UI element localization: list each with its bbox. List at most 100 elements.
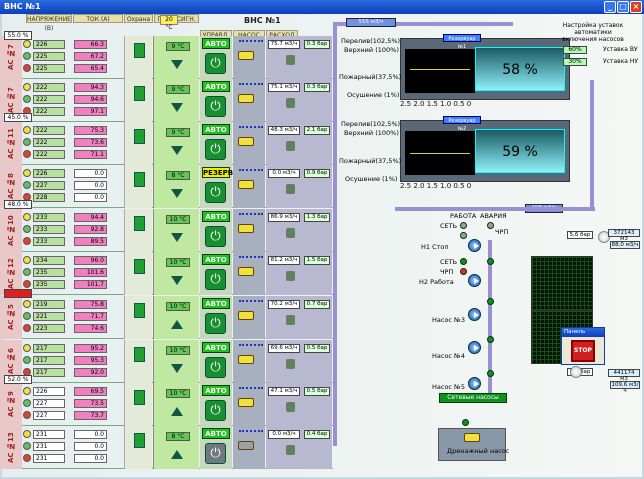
fire-cell: 10 °C bbox=[153, 383, 199, 426]
power-button[interactable]: ⏻ bbox=[205, 443, 226, 464]
pump-icon[interactable] bbox=[238, 224, 254, 233]
mode-button[interactable]: АВТО bbox=[202, 124, 230, 135]
valve-icon[interactable] bbox=[286, 445, 295, 455]
pump-cell bbox=[233, 122, 265, 165]
valve-icon[interactable] bbox=[286, 271, 295, 281]
power-button[interactable]: ⏻ bbox=[205, 226, 226, 247]
top-pipe bbox=[333, 22, 513, 26]
direction-arrow-icon bbox=[171, 60, 183, 69]
voltage-value: 222 bbox=[33, 95, 65, 104]
fire-cell: 9 °C bbox=[153, 122, 199, 165]
security-cell bbox=[124, 252, 152, 295]
mode-button[interactable]: АВТО bbox=[202, 38, 230, 49]
pump-h2-icon[interactable] bbox=[468, 274, 481, 287]
unit-label: АС №5 bbox=[0, 296, 22, 339]
pressure-value: 0.3 бар bbox=[304, 83, 330, 92]
current-value: 74.6 bbox=[74, 324, 107, 333]
power-button[interactable]: ⏻ bbox=[205, 400, 226, 421]
pump-icon[interactable] bbox=[238, 311, 254, 320]
valve-icon[interactable] bbox=[286, 98, 295, 108]
mode-button[interactable]: АВТО bbox=[202, 211, 230, 222]
setpoint-upper[interactable]: 60% bbox=[563, 46, 587, 54]
vfd-label-1: ЧРП bbox=[495, 228, 509, 236]
pressure-value: 1.5 бар bbox=[304, 256, 330, 265]
rate-flow-1: 88,0 м3/ч bbox=[610, 241, 640, 249]
pump-icon[interactable] bbox=[238, 398, 254, 407]
pump-icon[interactable] bbox=[238, 267, 254, 276]
minimize-button[interactable]: _ bbox=[604, 1, 616, 13]
pump-5-label: Насос №5 bbox=[432, 383, 465, 391]
mode-button[interactable]: АВТО bbox=[202, 342, 230, 353]
pump-icon[interactable] bbox=[238, 94, 254, 103]
mode-button[interactable]: РЕЗЕРВ bbox=[202, 167, 234, 178]
voltage-value: 222 bbox=[33, 138, 65, 147]
power-button[interactable]: ⏻ bbox=[205, 139, 226, 160]
mode-button[interactable]: АВТО bbox=[202, 81, 230, 92]
power-button[interactable]: ⏻ bbox=[205, 53, 226, 74]
direction-arrow-icon bbox=[171, 189, 183, 198]
valve-icon[interactable] bbox=[286, 55, 295, 65]
current-value: 73.6 bbox=[74, 138, 107, 147]
phase-indicator bbox=[23, 324, 31, 332]
pump-icon[interactable] bbox=[238, 355, 254, 364]
pump-4-icon[interactable] bbox=[468, 341, 481, 354]
fire-cell: 10 °C bbox=[153, 296, 199, 339]
security-cell bbox=[124, 426, 152, 469]
pump-5-icon[interactable] bbox=[468, 377, 481, 390]
phase-indicator bbox=[23, 256, 31, 264]
flow-indicator bbox=[239, 430, 263, 432]
pump-icon[interactable] bbox=[238, 180, 254, 189]
drain-pump-icon[interactable] bbox=[464, 433, 480, 442]
valve-icon[interactable] bbox=[286, 402, 295, 412]
current-value: 0.0 bbox=[74, 442, 107, 451]
level-indicator: 55.0 % bbox=[4, 31, 32, 40]
power-button[interactable]: ⏻ bbox=[205, 357, 226, 378]
pump-icon[interactable] bbox=[238, 441, 254, 450]
pump-icon[interactable] bbox=[238, 137, 254, 146]
pump-h1-icon[interactable] bbox=[468, 239, 481, 252]
flow-indicator bbox=[239, 169, 263, 171]
setpoint-lower[interactable]: 30% bbox=[563, 58, 587, 66]
flow-indicator bbox=[239, 126, 263, 128]
fire-cell: 10 °C bbox=[153, 340, 199, 383]
mode-button[interactable]: АВТО bbox=[202, 385, 230, 396]
pump-3-label: Насос №3 bbox=[432, 316, 465, 324]
security-cell bbox=[124, 340, 152, 383]
voltage-value: 219 bbox=[33, 300, 65, 309]
valve-icon[interactable] bbox=[286, 315, 295, 325]
rate-flow-2: 109,6 м3/ч bbox=[610, 381, 640, 394]
security-cell bbox=[124, 165, 152, 208]
security-cell bbox=[124, 79, 152, 122]
phase-indicator bbox=[23, 300, 31, 308]
pressure-value: 0.5 бар bbox=[304, 387, 330, 396]
valve-icon[interactable] bbox=[286, 228, 295, 238]
r2-overflow-label: Перелив(102,5%) bbox=[341, 120, 401, 128]
power-button[interactable]: ⏻ bbox=[205, 182, 226, 203]
direction-arrow-icon bbox=[171, 233, 183, 242]
flow-value: 70.2 м3/ч bbox=[268, 300, 300, 309]
stop-button[interactable]: STOP bbox=[571, 340, 595, 362]
pump-3-icon[interactable] bbox=[468, 308, 481, 321]
pump-icon[interactable] bbox=[238, 51, 254, 60]
valve-icon[interactable] bbox=[286, 141, 295, 151]
valve-icon[interactable] bbox=[286, 359, 295, 369]
control-cell: АВТО ⏻ bbox=[200, 426, 232, 469]
control-cell: АВТО ⏻ bbox=[200, 122, 232, 165]
mode-button[interactable]: АВТО bbox=[202, 298, 230, 309]
power-button[interactable]: ⏻ bbox=[205, 313, 226, 334]
fire-cell: 10 °C bbox=[153, 209, 199, 252]
phase-indicator bbox=[23, 169, 31, 177]
network-pumps-button[interactable]: Сетевые насосы bbox=[439, 393, 507, 403]
valve-icon[interactable] bbox=[286, 184, 295, 194]
power-button[interactable]: ⏻ bbox=[205, 96, 226, 117]
power-button[interactable]: ⏻ bbox=[205, 269, 226, 290]
maximize-button[interactable]: □ bbox=[617, 1, 629, 13]
mode-button[interactable]: АВТО bbox=[202, 254, 230, 265]
mode-button[interactable]: АВТО bbox=[202, 428, 230, 439]
close-button[interactable]: × bbox=[630, 1, 642, 13]
